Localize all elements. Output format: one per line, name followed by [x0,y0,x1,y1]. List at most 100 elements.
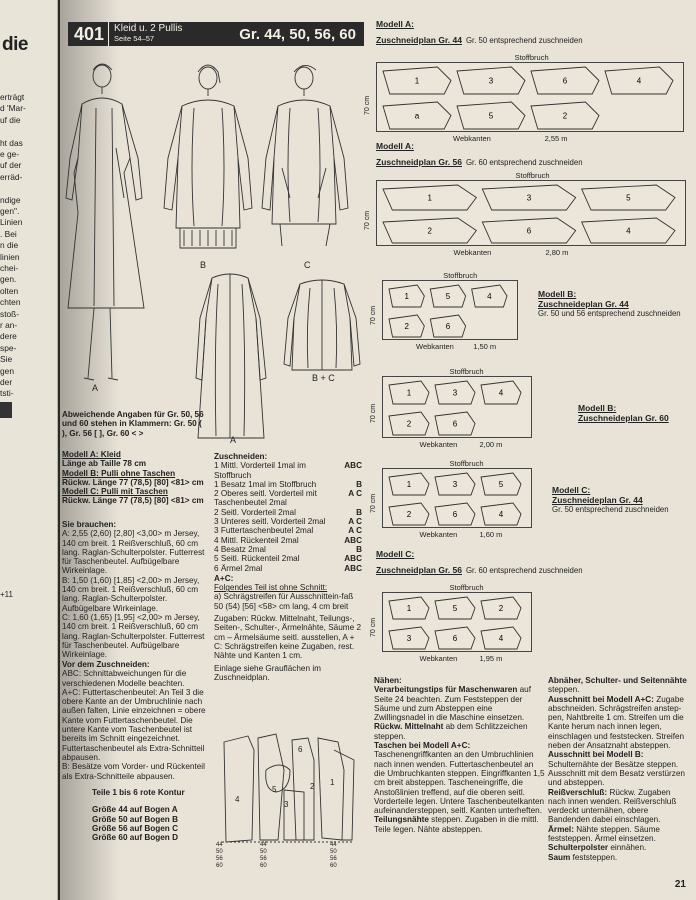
pattern-piece [388,502,430,526]
cutting-extra: a) Schrägstreifen für Ausschnittein-faß … [214,592,354,611]
previous-page-line: ht das [0,137,23,148]
cutting-part: 3 Unteres seitl. Vorderteil 2mal [214,517,326,527]
figure-a-back [195,273,267,439]
cutting-row: 2 Oberes seitl. Vorderteil mit Taschenbe… [214,489,362,508]
sewing-heading: Schulterpolster [548,843,609,853]
pattern-piece [388,314,425,338]
pattern-piece-number: 2 [499,604,504,613]
pattern-piece-number: 4 [499,510,504,519]
sewing-paragraph: Schulterpolster einnähen. [548,843,690,852]
figure-bc-back-label: B + C [312,373,335,383]
sewing-left: Nähen: Verarbeitungstips für Maschenware… [374,676,546,834]
cutting-plan-edges: Webkanten [453,134,491,143]
pattern-piece [388,596,430,620]
pattern-piece-number: 4 [499,634,504,643]
cutting-plan-heading: Modell B:Zuschneideplan Gr. 60 [578,403,696,423]
piece-label-3: 3 [284,800,289,809]
cutting-models: B [356,479,362,489]
previous-page-line: . Bei [0,228,17,239]
sewing-text: Rückw. Zugaben nach innen wenden. Reißve… [548,787,677,825]
pattern-size-key-right: 44 50 56 60 [330,842,337,869]
figure-a-dress [65,63,145,381]
model-title: Modell B: Pulli ohne Taschen [62,468,176,478]
sewing-heading: Rückw. Mittelnaht [374,722,444,732]
pattern-piece-number: 3 [527,194,532,203]
cutting-part: 1 Besatz 1mal im Stoffbruch [214,479,317,489]
previous-page-line: spe- [0,342,17,353]
model-title: Modell A: Kleid [62,450,121,459]
previous-page-line: gen". [0,206,20,216]
pattern-size-key-middle: 44 50 56 60 [260,842,267,869]
previous-page-line: Linien [0,217,23,228]
pattern-piece [530,66,600,95]
cutting-plan-title: Zuschneidplan Gr. 56 [376,156,462,167]
cutting-plan-fold: Stoffbruch [443,271,478,280]
pattern-piece-number: 3 [453,480,458,489]
sewing-text: Schulternähte der Besätze steppen. Aussc… [548,759,685,788]
pattern-piece [434,411,476,436]
model-length: Rückw. Länge 77 (78,5) [80] <81> cm [62,477,204,487]
cutting-plan-title: Zuschneidplan Gr. 44 [376,34,462,45]
pattern-piece-number: 5 [499,480,504,489]
pattern-piece [480,472,522,496]
cutting-models: B [356,544,362,554]
sewing-paragraph: Reißverschluß: Rückw. Zugaben nach innen… [548,788,690,825]
parts-info: Teile 1 bis 6 rote Kontur Größe 44 auf B… [92,788,212,842]
cutting-plan-height: 70 cm [370,403,377,423]
cutting-plan-title: Zuschneideplan Gr. 44 [538,298,629,309]
model-length: Rückw. Länge 77 (78,5) [80] <81> cm [62,496,204,506]
cutting-plan-edges: Webkanten [419,530,458,539]
before-cutting-item: ABC: Schnittabweichungen für die verschi… [62,669,187,688]
sewing-text: Taschenengriffkanten an den Umbruchlinie… [374,750,545,816]
material-item: A: 2,55 (2,60) [2,80] <3,00> m Jersey, 1… [62,529,205,576]
pattern-piece [530,101,600,130]
sewing-heading: Ärmel: [548,824,574,834]
pattern-piece [388,380,430,405]
figure-a-back-label: A [230,435,237,445]
pattern-piece-number: 6 [527,227,532,236]
pattern-piece-number: 1 [407,389,412,398]
cutting-models: ABC [344,554,362,564]
pattern-piece-number: 5 [489,112,494,121]
pattern-piece [429,284,467,308]
cutting-plan-width: 2,80 m [545,248,569,257]
materials-block: Sie brauchen: A: 2,55 (2,60) [2,80] <3,0… [62,520,206,659]
pattern-piece-number: 2 [407,510,412,519]
sewing-text: Zugabe abschneiden. Schrägstreifen anste… [548,694,685,751]
cutting-part: 2 Oberes seitl. Vorderteil mit Taschenbe… [214,489,317,508]
sewing-paragraph: Rückw. Mittelnaht ab dem Schlitzzeichen … [374,722,546,741]
previous-page-marker-bar [0,402,12,418]
sewing-heading: Ausschnitt bei Modell A+C: [548,694,654,704]
previous-page-line: gen. [0,274,17,285]
previous-page-ref: +11 [0,590,13,599]
sewing-paragraph: Taschen bei Modell A+C: Taschenengriffka… [374,741,546,815]
before-cutting-title: Vor dem Zuschneiden: [62,660,150,669]
sewing-text: Nähte steppen. Säume feststeppen. Ärmel … [548,824,660,844]
pattern-piece-number: 4 [626,227,631,236]
cutting-models: A C [348,526,362,536]
pattern-piece-number: 2 [404,322,409,331]
cutting-plan-model: Modell B: [538,289,577,299]
pattern-piece [456,66,526,95]
cutting-row: 1 Besatz 1mal im Stoffbruch B [214,480,362,489]
pattern-piece-number: 6 [563,77,568,86]
sewing-text: ab dem Schlitzzeichen steppen. [374,722,528,741]
previous-page-line: der [0,377,13,387]
sheet-item: Größe 60 auf Bogen D [92,833,178,843]
cutting-plan-height: 70 cm [370,617,377,637]
cutting-plan-width: 1,50 m [473,342,497,351]
sewing-paragraph: Ärmel: Nähte steppen. Säume feststeppen.… [548,825,690,844]
pattern-piece [382,66,452,95]
